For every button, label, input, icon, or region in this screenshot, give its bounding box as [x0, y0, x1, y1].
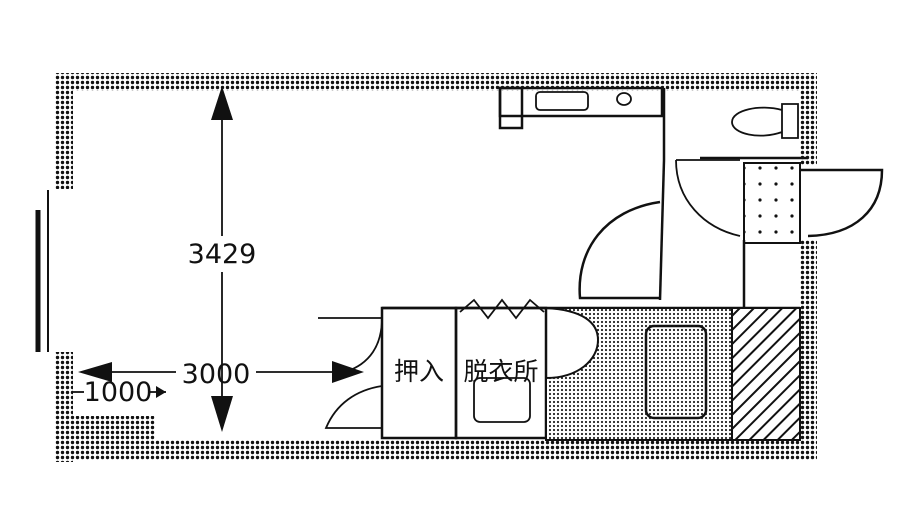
room-door — [578, 200, 661, 300]
sink-icon — [535, 91, 589, 111]
dimension-width: 3000 — [78, 359, 364, 390]
closet-door-lower — [324, 385, 383, 429]
shower-floor — [743, 162, 801, 244]
toilet-door — [675, 159, 741, 237]
washbasin-icon — [473, 377, 531, 423]
wall-right-lower — [800, 240, 817, 460]
utility-shaft — [731, 307, 801, 441]
wall-bottom-left-block — [55, 416, 155, 460]
dimension-opening-label: 1000 — [84, 377, 153, 408]
toilet-icon — [731, 103, 799, 139]
walls — [55, 73, 817, 462]
stove-icon — [616, 92, 632, 106]
dressing-room — [454, 298, 548, 440]
bathroom — [545, 307, 733, 441]
bathtub-icon — [644, 324, 708, 420]
closet-door-upper — [318, 317, 383, 373]
wall-right-upper — [800, 73, 817, 165]
window — [35, 190, 49, 352]
dimension-depth: 3429 — [188, 86, 257, 432]
toilet-room — [658, 88, 808, 301]
kitchen-counter — [498, 86, 664, 130]
wall-bottom — [55, 440, 817, 460]
dimension-width-label: 3000 — [182, 359, 251, 390]
curtain-icon — [459, 298, 545, 320]
dressing-room-label: 脱衣所 — [463, 357, 538, 386]
closet-label: 押入 — [394, 357, 444, 386]
wall-top — [55, 73, 817, 91]
dimension-depth-label: 3429 — [188, 239, 257, 270]
dimension-opening: 1000 — [73, 377, 166, 408]
entrance-door — [800, 168, 884, 238]
wall-left-upper — [55, 73, 73, 189]
